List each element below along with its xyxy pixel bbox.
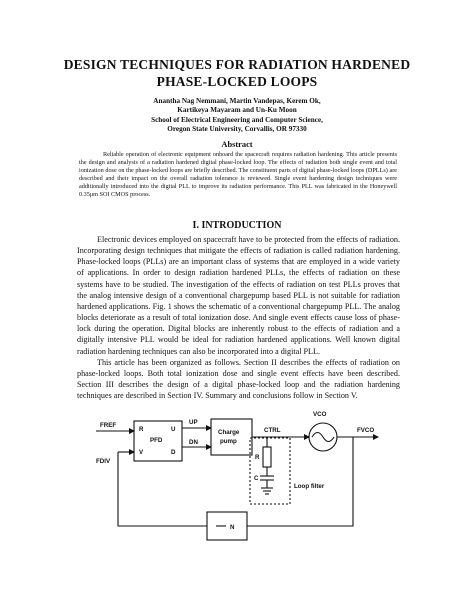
charge-label: Charge	[218, 429, 240, 436]
feedback-wire-left	[117, 452, 207, 527]
sine-wave-icon	[311, 431, 335, 443]
filter-resistor	[262, 446, 272, 468]
pump-label: pump	[220, 438, 237, 445]
loop-filter-label: Loop filter	[294, 483, 325, 490]
up-label: UP	[189, 419, 198, 426]
affiliation-line-2: Oregon State University, Corvallis, OR 9…	[167, 125, 307, 134]
pfd-block	[133, 420, 183, 462]
pfd-r-label: R	[139, 426, 144, 433]
pfd-u-label: U	[171, 426, 176, 433]
introduction-body: Electronic devices employed on spacecraf…	[77, 234, 400, 401]
fdiv-label: FDIV	[96, 458, 111, 465]
title-line-2: PHASE-LOCKED LOOPS	[156, 74, 318, 89]
ctrl-label: CTRL	[264, 427, 281, 434]
fvco-label: FVCO	[357, 427, 374, 434]
fref-label: FREF	[100, 422, 116, 429]
paper-title: DESIGN TECHNIQUES FOR RADIATION HARDENED…	[0, 56, 474, 90]
title-line-1: DESIGN TECHNIQUES FOR RADIATION HARDENED	[63, 57, 411, 72]
section-heading-introduction: I. INTRODUCTION	[192, 220, 282, 231]
authors-line-1: Anantha Nag Nemmani, Martin Vandepas, Ke…	[153, 97, 321, 105]
feedback-wire-right	[247, 437, 354, 527]
divider-n-label: N	[230, 524, 235, 531]
vco-label: VCO	[313, 411, 327, 418]
intro-paragraph-2: This article has been organized as follo…	[77, 357, 400, 401]
affiliation-line-1: School of Electrical Engineering and Com…	[151, 115, 323, 124]
authors-line-2: Kartikeya Mayaram and Un-Ku Moon	[177, 106, 297, 115]
loop-filter-box	[249, 437, 291, 505]
abstract-body: Reliable operation of electronic equipme…	[79, 151, 397, 199]
abstract-heading: Abstract	[221, 140, 253, 149]
pfd-v-label: V	[139, 449, 144, 456]
capacitor-c-label: C	[254, 475, 259, 482]
intro-paragraph-1: Electronic devices employed on spacecraf…	[77, 235, 400, 356]
resistor-r-label: R	[255, 454, 260, 461]
pfd-label: PFD	[150, 437, 163, 444]
divider-block	[206, 511, 248, 541]
pfd-d-label: D	[171, 449, 176, 456]
abstract-text: Reliable operation of electronic equipme…	[79, 151, 397, 198]
charge-pump-block	[210, 418, 253, 456]
author-block: Anantha Nag Nemmani, Martin Vandepas, Ke…	[0, 97, 474, 135]
dn-label: DN	[189, 439, 198, 446]
